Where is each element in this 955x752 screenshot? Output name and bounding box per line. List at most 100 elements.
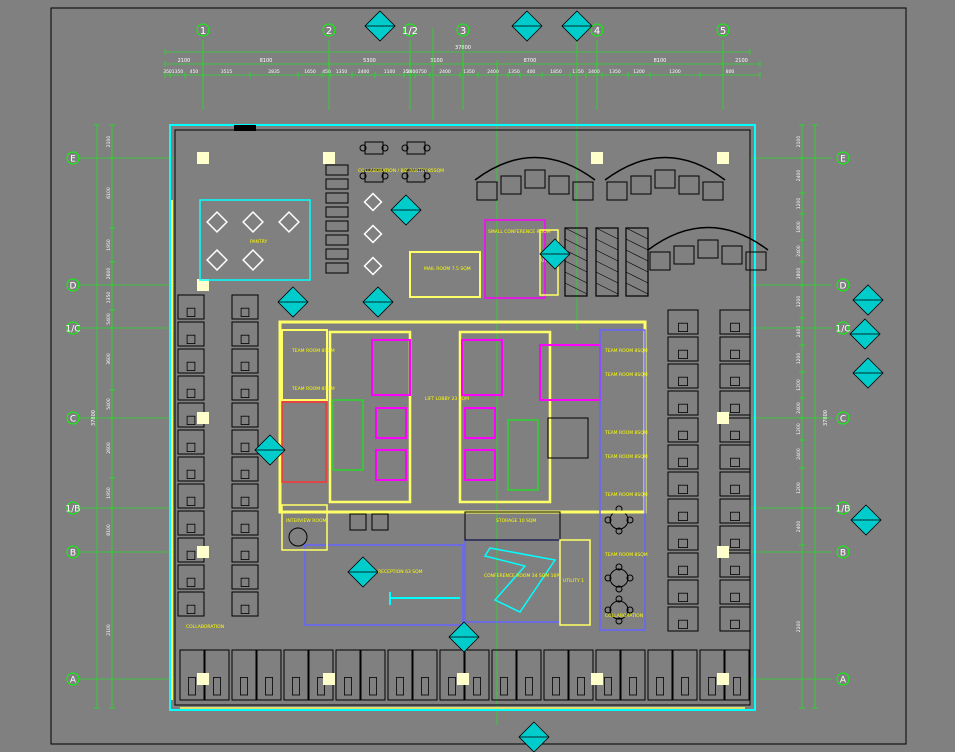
team-rooms-east bbox=[599, 329, 646, 631]
pantry-table bbox=[242, 249, 264, 271]
dim-text: 1200 bbox=[669, 69, 681, 75]
dim-text: 2400 bbox=[796, 521, 802, 533]
cluster-desk bbox=[745, 251, 767, 271]
dim-text: 8100 bbox=[654, 58, 667, 64]
dim-text: 1800 bbox=[796, 268, 802, 280]
desk bbox=[177, 456, 205, 482]
chair bbox=[401, 172, 409, 180]
desk bbox=[177, 294, 205, 320]
dim-text: 1100 bbox=[384, 69, 396, 75]
dim-text: 2100 bbox=[735, 58, 748, 64]
column-marker bbox=[197, 152, 209, 164]
rack-brace bbox=[625, 271, 649, 284]
grid-bubble-col-3 bbox=[456, 23, 470, 37]
chair bbox=[604, 574, 612, 582]
grid-label-left-row-d: D bbox=[70, 282, 77, 292]
pantry-box bbox=[199, 199, 311, 281]
desk-chair bbox=[395, 677, 404, 696]
column-marker bbox=[197, 673, 209, 685]
stair-east bbox=[507, 419, 539, 491]
desk bbox=[516, 649, 542, 701]
desk bbox=[667, 498, 699, 524]
chair bbox=[359, 172, 367, 180]
label-pantry: PANTRY bbox=[250, 239, 267, 245]
grid-label-left-row-b: B bbox=[70, 549, 76, 559]
desk-chair bbox=[629, 677, 638, 696]
curved-workstation bbox=[647, 226, 769, 251]
desk-chair bbox=[678, 322, 688, 333]
chair bbox=[401, 144, 409, 152]
desk-chair bbox=[730, 484, 740, 495]
rack-brace bbox=[595, 271, 619, 284]
storage-rack bbox=[595, 227, 619, 297]
desk bbox=[719, 309, 751, 335]
label-team-room-1: TEAM ROOM 8SQM bbox=[291, 348, 335, 354]
desk-chair bbox=[240, 604, 250, 615]
desk-chair bbox=[730, 322, 740, 333]
collab-table bbox=[364, 169, 384, 183]
drawing-frame bbox=[50, 7, 907, 745]
desk-chair bbox=[240, 577, 250, 588]
grid-label-left-row-e: E bbox=[70, 155, 76, 165]
stool bbox=[363, 224, 383, 244]
column-marker bbox=[197, 279, 209, 291]
chair bbox=[604, 606, 612, 614]
dim-text: 8100 bbox=[260, 58, 273, 64]
desk bbox=[719, 525, 751, 551]
desk-chair bbox=[240, 523, 250, 534]
desk bbox=[667, 390, 699, 416]
dim-text: 3600 bbox=[106, 353, 112, 365]
desk bbox=[667, 606, 699, 632]
desk-chair bbox=[186, 469, 196, 480]
label-team-room-4: TEAM ROOM 8SQM bbox=[604, 372, 648, 378]
label-lift-lobby: LIFT LOBBY 23 SQM bbox=[425, 396, 469, 402]
desk-chair bbox=[678, 511, 688, 522]
rack-brace bbox=[595, 227, 619, 240]
storage-rack bbox=[564, 227, 588, 297]
cluster-desk bbox=[548, 175, 570, 195]
dim-text: 1200 bbox=[633, 69, 645, 75]
grid-bubble-left-row-d bbox=[66, 278, 80, 292]
dim-text: 2400 bbox=[796, 448, 802, 460]
chair bbox=[609, 568, 629, 588]
dim-text: 350 bbox=[163, 69, 172, 75]
desk-chair bbox=[678, 457, 688, 468]
grid-label-col-5: 5 bbox=[720, 26, 726, 37]
desk-chair bbox=[240, 496, 250, 507]
desk-chair bbox=[186, 550, 196, 561]
grid-bubble-left-row-b bbox=[66, 545, 80, 559]
rack-brace bbox=[564, 227, 588, 240]
desk bbox=[177, 348, 205, 374]
dim-text: 2100 bbox=[178, 58, 191, 64]
dim-text: 1350 bbox=[336, 69, 348, 75]
chair bbox=[615, 563, 623, 571]
desk bbox=[231, 649, 257, 701]
dim-text: 1950 bbox=[106, 239, 112, 251]
desk bbox=[719, 606, 751, 632]
grid-label-right-row-d: D bbox=[840, 282, 847, 292]
grid-label-col-3: 3 bbox=[460, 26, 466, 37]
desk-chair bbox=[730, 376, 740, 387]
grid-bubble-right-row-d bbox=[836, 278, 850, 292]
grid-bubble-right-row-1-b bbox=[836, 501, 850, 515]
shaft-east bbox=[547, 417, 589, 459]
grid-bubble-col-4 bbox=[590, 23, 604, 37]
dim-text: 1200 bbox=[796, 379, 802, 391]
grid-bubble-left-row-1-b bbox=[66, 501, 80, 515]
pantry-table bbox=[206, 249, 228, 271]
desk-chair bbox=[730, 457, 740, 468]
booth-seat bbox=[325, 220, 349, 232]
desk bbox=[719, 552, 751, 578]
desk bbox=[231, 456, 259, 482]
chair bbox=[423, 144, 431, 152]
desk bbox=[177, 375, 205, 401]
desk-chair bbox=[730, 565, 740, 576]
grid-label-col-4: 4 bbox=[594, 26, 600, 37]
chair bbox=[615, 595, 623, 603]
room-labels: COLLABORATION / BIZ PANTRY 85SQM PANTRY … bbox=[186, 168, 648, 630]
grid-bubble-col-5 bbox=[716, 23, 730, 37]
grid-bubble-col-2-1 bbox=[403, 23, 417, 37]
storage-rack bbox=[625, 227, 649, 297]
